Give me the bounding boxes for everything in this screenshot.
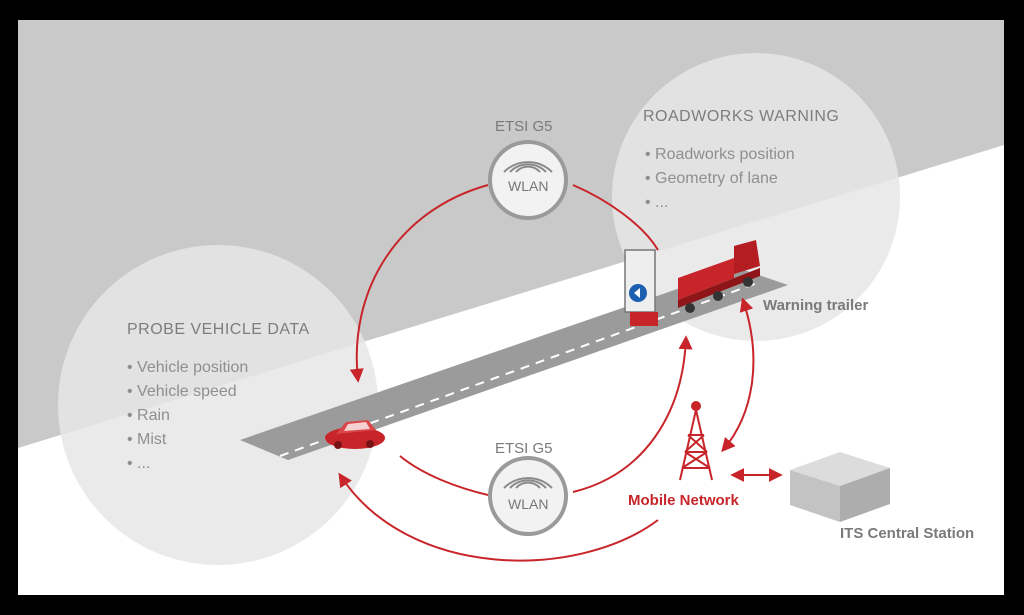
probe-item: Rain [127, 404, 170, 428]
cell-tower-icon [679, 401, 713, 481]
etsi-bottom-label: ETSI G5 [495, 440, 553, 457]
roadworks-title: ROADWORKS WARNING [643, 108, 840, 125]
arc-car-to-wlan-top [349, 184, 489, 383]
arc-wlan-bottom-to-truck [572, 335, 693, 493]
wlan-badge-top [488, 140, 568, 220]
diagram-frame: ETSI G5 WLAN ETSI G5 WLAN ROADWORKS WARN… [18, 20, 1004, 595]
probe-item: Vehicle speed [127, 380, 237, 404]
wlan-bottom-badge-label: WLAN [508, 496, 549, 512]
probe-circle [58, 245, 378, 565]
warning-trailer-label: Warning trailer [763, 297, 869, 314]
server-box-icon [790, 452, 890, 522]
arc-car-to-wlan-bottom [399, 455, 489, 496]
warning-sign-icon [624, 249, 658, 326]
arc-truck-to-tower [721, 297, 755, 453]
wlan-badge-bottom [488, 456, 568, 536]
roadworks-item: Roadworks position [645, 143, 795, 167]
its-central-station-label: ITS Central Station [840, 525, 975, 542]
probe-item: Mist [127, 428, 166, 452]
wlan-top-badge-label: WLAN [508, 178, 549, 194]
wifi-signal-icon [503, 161, 553, 173]
probe-title: PROBE VEHICLE DATA [127, 321, 310, 338]
diagram-graphics [18, 20, 1004, 565]
roadworks-item: Geometry of lane [645, 167, 778, 191]
probe-item: ... [127, 452, 150, 476]
roadworks-circle [612, 53, 900, 341]
arc-network-to-car [338, 472, 659, 562]
red-truck-icon [678, 240, 760, 313]
probe-item: Vehicle position [127, 356, 248, 380]
red-car-icon [325, 420, 385, 449]
etsi-top-label: ETSI G5 [495, 118, 553, 135]
wifi-signal-icon [503, 477, 553, 489]
roadworks-item: ... [645, 191, 668, 215]
mobile-network-label: Mobile Network [628, 492, 739, 509]
arc-wlan-top-to-truck [572, 184, 659, 251]
